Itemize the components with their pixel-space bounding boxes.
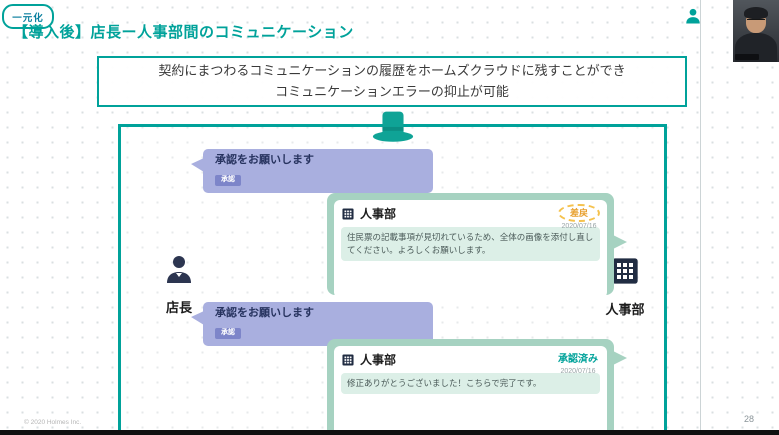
webcam-person-face <box>744 7 768 33</box>
card-sender: 人事部 <box>360 353 397 367</box>
key-message-line1: 契約にまつわるコミュニケーションの履歴をホームズクラウドに残すことができ <box>158 63 626 79</box>
app-logo: 一元化 <box>2 4 54 29</box>
chat-bubble-reply-1: 人事部 差戻 2020/07/16 住民票の記載事項が見切れているため、全体の画… <box>327 193 627 298</box>
player-bottom-bar <box>0 430 779 435</box>
chat-bubble-reply-2: 人事部 承認済み 2020/07/16 修正ありがとうございました！こちらで完了… <box>327 339 627 435</box>
card-body-text: 住民票の記載事項が見切れているため、全体の画像を添付し直してください。よろしくお… <box>341 227 600 261</box>
card-date: 2020/07/16 <box>561 223 597 231</box>
copyright-text: © 2020 Holmes Inc. <box>24 419 82 426</box>
chat-bubble-request-2: 承認をお願いします 承認 <box>191 302 433 346</box>
card-body-text: 修正ありがとうございました！こちらで完了です。 <box>341 373 600 394</box>
request-text: 承認をお願いします <box>215 307 314 319</box>
message-card: 人事部 差戻 2020/07/16 住民票の記載事項が見切れているため、全体の画… <box>334 200 607 298</box>
request-text: 承認をお願いします <box>215 154 314 166</box>
page-number: 28 <box>744 414 755 424</box>
approval-badge: 承認 <box>215 328 241 339</box>
actor-hr-department: 人事部 <box>593 255 657 318</box>
status-badge-approved: 承認済み <box>558 354 598 365</box>
building-icon <box>342 207 354 220</box>
status-badge-returned: 差戻 <box>557 204 600 223</box>
participant-icon <box>686 8 700 24</box>
key-message-line2: コミュニケーションエラーの抑止が可能 <box>275 83 509 99</box>
approval-badge: 承認 <box>215 175 241 186</box>
webcam-name-bar <box>735 54 759 60</box>
slide-edge-divider <box>700 0 701 435</box>
actor-store-manager-label: 店長 <box>165 300 192 315</box>
message-card: 人事部 承認済み 2020/07/16 修正ありがとうございました！こちらで完了… <box>334 346 607 435</box>
top-hat-icon <box>372 111 413 142</box>
actor-store-manager: 店長 <box>147 253 211 316</box>
building-icon <box>342 353 354 366</box>
slide-title: 【導入後】店長ー人事部間のコミュニケーション <box>13 24 354 41</box>
bubble-tail-right <box>613 235 627 249</box>
bubble-tail-left <box>191 158 204 172</box>
person-icon <box>167 256 191 283</box>
key-message-box: 契約にまつわるコミュニケーションの履歴をホームズクラウドに残すことができ コミュ… <box>97 56 687 107</box>
card-sender: 人事部 <box>360 207 397 221</box>
actor-hr-department-label: 人事部 <box>605 302 645 317</box>
card-date: 2020/07/16 <box>560 368 596 376</box>
bubble-tail-left <box>191 311 204 325</box>
app-logo-text: 一元化 <box>12 12 44 24</box>
bubble-tail-right <box>613 351 627 365</box>
chat-bubble-request-1: 承認をお願いします 承認 <box>191 149 433 193</box>
communication-diagram: 店長 人事部 承認をお願いします 承認 <box>118 111 667 435</box>
webcam-thumbnail[interactable] <box>733 0 779 62</box>
building-icon <box>612 258 638 284</box>
